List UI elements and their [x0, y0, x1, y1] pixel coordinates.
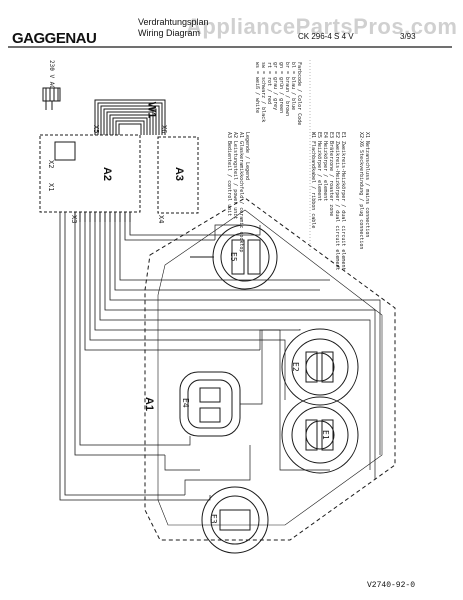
legend-item: E4 Heizkörper / element: [322, 132, 328, 202]
label-x5: X5: [92, 125, 100, 134]
label-e1: E1: [321, 430, 330, 440]
color-code-item: bl = blau / blue: [290, 62, 296, 111]
legend-item: X1 Netzanschluss / mains connection: [364, 132, 370, 238]
label-e5: E5: [229, 252, 238, 262]
label-x3: X3: [70, 215, 78, 224]
color-code-item: br = braun / brown: [284, 62, 290, 117]
revision-date: 3/93: [400, 32, 416, 41]
cooktop-internal-wiring: [164, 224, 381, 501]
label-e3: E3: [209, 514, 218, 524]
label-a1: A1: [143, 396, 156, 412]
wire-bundle: [59, 212, 330, 501]
label-x1: X1: [47, 183, 55, 192]
connector-x3-pins: [74, 212, 131, 222]
label-w1: W1: [145, 101, 158, 119]
label-a3: A3: [173, 166, 186, 182]
model-number: CK 296-4 S 4 V: [298, 32, 354, 41]
terminal-strip-x1: [42, 87, 61, 110]
ribbon-cable-w1: [94, 99, 166, 135]
label-e4: E4: [181, 398, 190, 408]
label-x2: X2: [47, 160, 55, 169]
color-code-item: gn = grün / green: [278, 62, 284, 114]
block-a1-cooktop: [144, 197, 396, 541]
legend-item: X2-X6 Steckverbindung / plug connection: [358, 132, 364, 250]
label-a2: A2: [101, 166, 114, 182]
color-code-item: sw = schwarz / black: [260, 62, 266, 123]
element-e4: [179, 371, 241, 437]
label-x4: X4: [157, 215, 165, 224]
color-code-item: ws = weiß / white: [254, 62, 260, 114]
color-code-item: gr = grau / grey: [272, 62, 278, 111]
legend-item: E1 Zweikreis-Heizkörper / dual circuit e…: [340, 132, 346, 271]
legend-title: Legende / Legend: [244, 132, 250, 181]
color-code-item: rt = rot / red: [266, 62, 272, 105]
document-number: V2740-92-0: [367, 581, 416, 590]
title-en: Wiring Diagram: [138, 28, 201, 38]
block-a3: [157, 136, 199, 214]
supply-voltage: 230 V AC: [48, 60, 55, 89]
color-code-title: Farbcode / Color Code: [296, 62, 302, 126]
legend-item: E2 Zweikreis-Heizkörper / dual circuit e…: [334, 132, 340, 271]
brand-logo: GAGGENAU: [12, 30, 97, 47]
legend-item: E3 Bräterzone / roaster zone: [328, 132, 334, 217]
element-e3: [201, 486, 269, 554]
title-de: Verdrahtungsplan: [138, 17, 209, 27]
label-x6: X6: [160, 125, 168, 134]
legend-item: A3 Bedienteil / control unit: [226, 132, 232, 217]
label-e2: E2: [291, 362, 300, 372]
legend-item: E5 Heizkörper / element: [316, 132, 322, 202]
legend-item: A1 Glaskeramikkochfeld / ceramic cooktop: [238, 132, 244, 253]
connector-x2: [54, 141, 76, 161]
legend-item: A2 Leistungsteil / power unit: [232, 132, 238, 220]
legend-item: W1 Flachbandkabel / ribbon cable: [310, 132, 316, 229]
element-e2: [281, 328, 359, 406]
element-e1: [281, 396, 359, 474]
